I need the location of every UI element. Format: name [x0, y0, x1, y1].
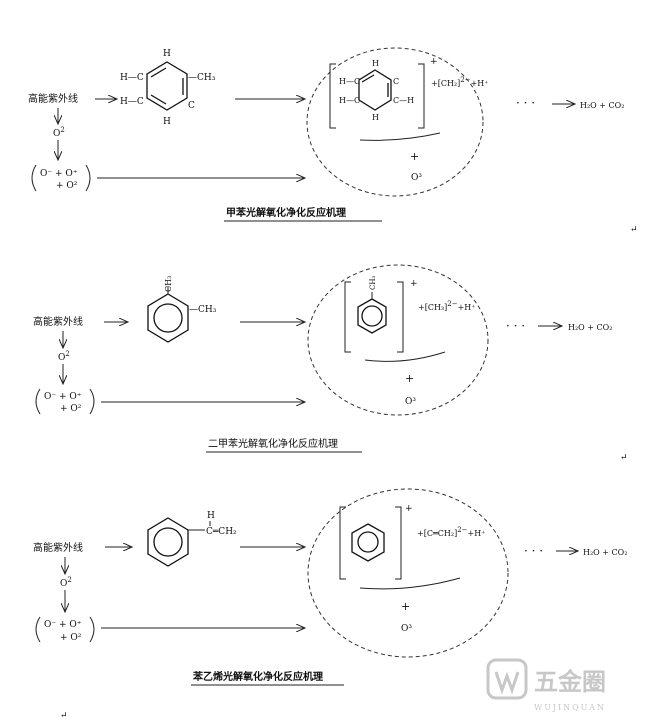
uv-label: 高能紫外线: [33, 315, 83, 328]
arc: [359, 132, 441, 141]
o2-label: O2: [53, 126, 65, 139]
right-bracket: [418, 63, 425, 129]
watermark-logo: [486, 658, 528, 700]
c-right: C: [188, 101, 195, 111]
radicals-line2: + O²: [60, 633, 82, 643]
ion-ring: [351, 523, 385, 562]
ellipsis: · · ·: [506, 319, 525, 333]
toluene-panel: 高能紫外线 O2 O⁻ + O⁺ + O² H—C H—C H —CH₃ C H…: [28, 47, 638, 235]
ellipsis: · · ·: [524, 544, 543, 558]
watermark-cn: 五金圈: [534, 668, 606, 696]
radicals-right-paren: [85, 164, 91, 192]
uv-label: 高能紫外线: [33, 541, 83, 554]
left-bracket: [329, 63, 336, 129]
radicals-line1: O⁻ + O⁺: [44, 620, 82, 630]
right-bracket: [395, 506, 402, 580]
radicals-line2: + O²: [60, 404, 82, 414]
ion-charge: +: [410, 279, 418, 289]
radicals-line1: O⁻ + O⁺: [40, 169, 78, 179]
svg-text:↵: ↵: [620, 453, 628, 463]
product: H₂O + CO₂: [583, 548, 627, 557]
h-c-top-left: H—C: [120, 73, 144, 83]
caption: 甲苯光解氧化净化反应机理: [226, 206, 346, 219]
reaction-zone-circle: [307, 264, 489, 416]
vinyl-group: C═CH₂: [206, 527, 237, 537]
benzene-ring: [147, 293, 189, 343]
ion-charge: +: [405, 504, 413, 514]
svg-text:↵: ↵: [60, 711, 68, 720]
left-bracket: [339, 506, 346, 580]
radicals-left-paren: [35, 616, 41, 643]
o3-label: O³: [405, 397, 416, 407]
caption: 二甲苯光解氧化净化反应机理: [208, 437, 338, 450]
radicals-left-paren: [35, 388, 41, 415]
watermark: 五金圈 WUJINQUAN: [486, 658, 606, 712]
o3-label: O³: [411, 173, 422, 183]
svg-text:H: H: [372, 113, 379, 122]
product: H₂O + CO₂: [580, 101, 624, 110]
fragment: +[CH₂]2−+H⁺: [431, 76, 488, 88]
arc: [364, 351, 446, 362]
o3-label: O³: [401, 624, 412, 634]
product: H₂O + CO₂: [568, 323, 612, 332]
radicals-line1: O⁻ + O⁺: [44, 392, 82, 402]
reaction-zone-circle: [307, 488, 509, 658]
ion-ring: [358, 69, 392, 111]
ch3-group: —CH₃: [189, 305, 217, 315]
radicals-left-paren: [31, 164, 37, 192]
arc: [359, 577, 461, 590]
svg-text:H—C: H—C: [339, 77, 360, 86]
ellipsis: · · ·: [516, 96, 535, 110]
reaction-zone-circle: [306, 47, 484, 197]
radicals-right-paren: [89, 388, 95, 415]
svg-text:H: H: [372, 59, 379, 68]
ch3-group: —CH₃: [188, 73, 216, 83]
svg-text:↵: ↵: [630, 225, 638, 235]
h-top: H: [163, 49, 171, 59]
o2-label: O2: [58, 350, 70, 363]
benzene-ring: [146, 61, 188, 111]
plus-sign: +: [405, 372, 414, 385]
plus-sign: +: [401, 600, 410, 613]
svg-text:CH₃: CH₃: [369, 276, 377, 290]
ion-charge: +: [430, 57, 438, 67]
radicals-right-paren: [89, 616, 95, 643]
fragment: +[CH₃]2−+H⁺: [418, 300, 475, 312]
vinyl-h: H: [207, 511, 215, 521]
ch3-substituent: CH₃: [164, 276, 173, 292]
svg-text:H—C: H—C: [339, 96, 360, 105]
caption: 苯乙烯光解氧化净化反应机理: [192, 670, 323, 683]
uv-label: 高能紫外线: [28, 92, 78, 105]
o2-label: O2: [60, 576, 72, 589]
svg-text:C—H: C—H: [393, 96, 414, 105]
ion-ring: [357, 298, 387, 334]
styrene-panel: 高能紫外线 O2 O⁻ + O⁺ + O² H C═CH₂ + +[C═CH₂]…: [33, 488, 627, 720]
h-c-bottom-left: H—C: [120, 97, 144, 107]
svg-text:C: C: [393, 77, 399, 86]
plus-sign: +: [410, 150, 419, 163]
xylene-panel: 高能紫外线 O2 O⁻ + O⁺ + O² CH₃ —CH₃ CH₃ + +[C…: [33, 264, 628, 463]
h-bottom: H: [163, 117, 171, 127]
radicals-line2: + O²: [56, 181, 78, 191]
fragment: +[C═CH₂]2−+H⁺: [417, 526, 485, 538]
left-bracket: [344, 281, 351, 353]
right-bracket: [397, 281, 404, 353]
watermark-en: WUJINQUAN: [534, 703, 606, 712]
